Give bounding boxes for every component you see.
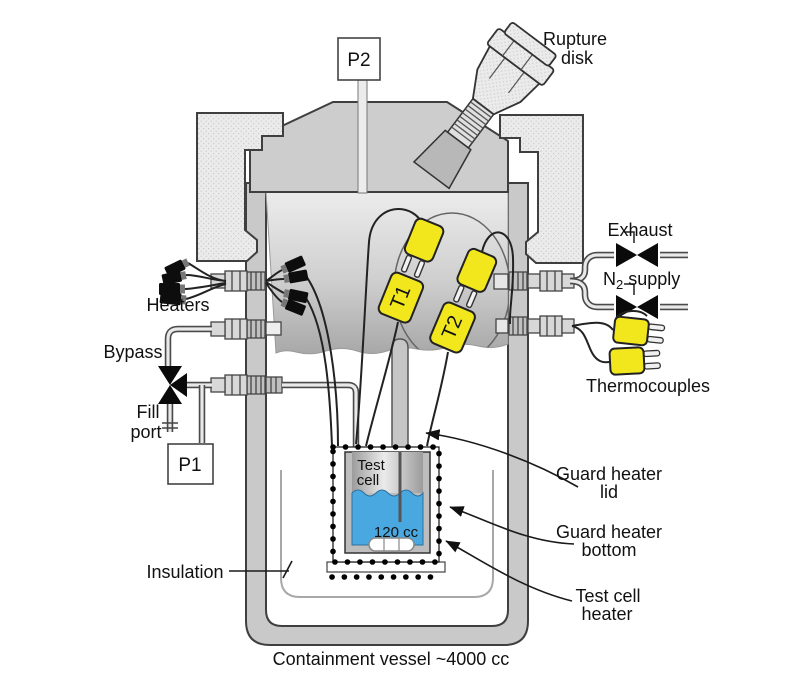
heater-wires-inside — [265, 269, 339, 447]
caption: Containment vessel ~4000 cc — [273, 649, 510, 669]
p1-label: P1 — [178, 455, 201, 476]
leader-lines — [229, 429, 579, 602]
fill-line-inside — [282, 381, 360, 516]
test-cell-liquid — [351, 489, 424, 546]
bypass-label: Bypass — [103, 342, 162, 362]
guard-heater-bottom-label-2: bottom — [581, 540, 636, 560]
insulation-liner — [280, 470, 494, 598]
gas-port — [493, 270, 575, 292]
thermocouple-t2: T2 — [429, 247, 498, 354]
test-cell-label-1: Test — [357, 457, 385, 474]
t1-plug — [403, 217, 445, 263]
test-cell-headspace — [352, 452, 423, 493]
heater-wires-outside — [184, 262, 227, 300]
p2-gauge: P2 — [337, 37, 381, 81]
insulation-tick — [282, 560, 293, 579]
fill-port-fitting — [210, 374, 283, 396]
fill-port-label-2: port — [130, 422, 161, 442]
right-clamp-collar — [499, 114, 584, 264]
exhaust-label: Exhaust — [607, 220, 672, 240]
t2-socket — [429, 301, 476, 354]
test-cell-heater-pill — [368, 537, 415, 552]
p1-gauge: P1 — [167, 443, 214, 485]
heater-plugs-inside — [280, 255, 309, 316]
t1-socket — [377, 271, 425, 324]
left-clamp-collar — [196, 112, 284, 262]
bypass-line — [164, 325, 212, 366]
heater-plugs-outside — [159, 258, 190, 306]
heaters-label: Heaters — [146, 295, 209, 315]
guard-heater-beads — [330, 444, 442, 565]
test-cell-assembly: Test cell 120 cc — [326, 444, 446, 580]
guard-heater-bottom-leader — [449, 506, 575, 545]
p2-stem-channel — [357, 79, 368, 194]
thermowell-tube — [391, 338, 409, 453]
test-cell-volume: 120 cc — [374, 524, 419, 541]
insulation-label: Insulation — [146, 562, 223, 582]
thermocouple-port — [495, 315, 575, 337]
guard-heater-bottom-label-1: Guard heater — [556, 522, 662, 542]
guard-heater-lid-label-2: lid — [600, 482, 618, 502]
test-cell-heater-label-1: Test cell — [575, 586, 640, 606]
guard-heater-lid-leader — [425, 429, 579, 488]
rupture-disk-label-2: disk — [561, 48, 594, 68]
guard-heater-lid-label-1: Guard heater — [556, 464, 662, 484]
bypass-port — [210, 318, 282, 340]
rupture-disk-label-1: Rupture — [543, 29, 607, 49]
p2-label: P2 — [347, 50, 370, 71]
fill-port-label-1: Fill — [137, 402, 160, 422]
vessel-wall — [245, 182, 529, 646]
t2-plug — [456, 247, 498, 293]
test-cell-label-2: cell — [357, 472, 380, 489]
thermocouple-connector-top — [612, 315, 666, 347]
rupture-disk — [412, 22, 557, 190]
gas-lines — [569, 251, 688, 311]
bypass-valve-icon — [158, 366, 187, 404]
test-cell-heater-leader — [445, 540, 573, 602]
thermocouple-t1: T1 — [377, 217, 445, 324]
fill-port-tube — [162, 404, 178, 432]
thermocouples-label: Thermocouples — [586, 376, 710, 396]
thermocouple-connector-bottom — [608, 346, 661, 376]
n2-supply-label: N2 supply — [603, 269, 680, 292]
exhaust-valve-icon — [616, 231, 658, 267]
test-cell-heater-label-2: heater — [581, 604, 632, 624]
